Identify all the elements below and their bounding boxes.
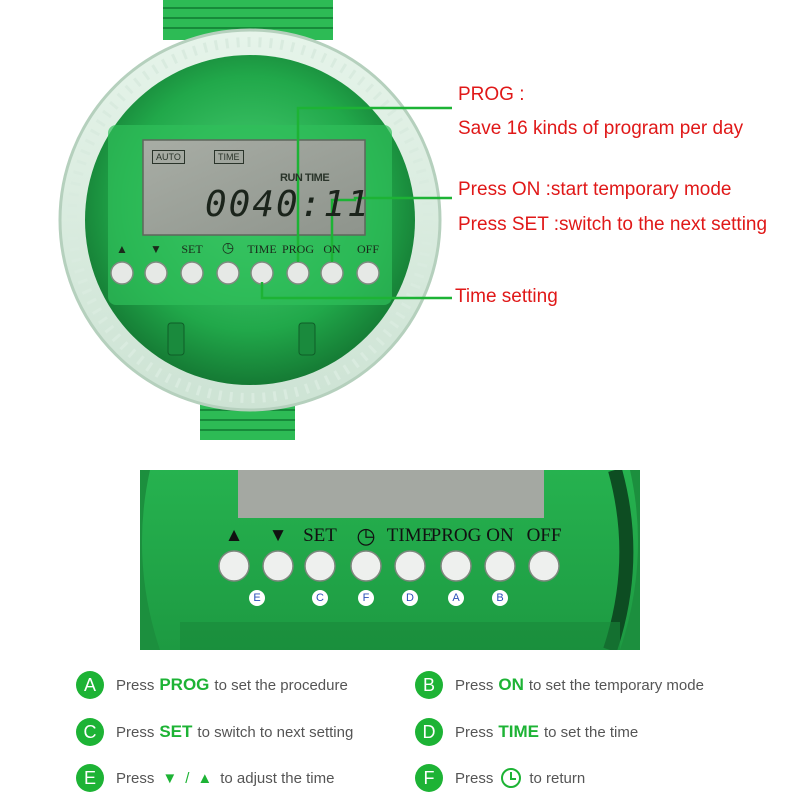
lcd-digits: 0040:11 [205, 184, 371, 225]
clock-icon [501, 768, 522, 788]
legend-f: F Press to return [415, 763, 585, 793]
legend-badge-d: D [415, 718, 443, 746]
top-label-clock-icon: ◷ [221, 241, 235, 256]
letter-b: B [492, 590, 508, 606]
bottom-device-graphic [140, 470, 640, 650]
bottom-label-set: SET [303, 525, 337, 546]
legend-a: A Press PROG to set the procedure [76, 670, 348, 700]
up-arrow-icon: ▲ [197, 769, 213, 787]
bottom-device-closeup: ▲ ▼ SET ◷ TIME PROG ON OFF E C F D A B [0, 470, 800, 650]
legend-a-pre: Press [116, 676, 155, 694]
legend-c-key: SET [159, 722, 193, 741]
legend-c-pre: Press [116, 723, 155, 741]
legend-b-post: to set the temporary mode [528, 676, 704, 694]
callout-on-desc: Press ON :start temporary mode [458, 179, 732, 200]
bottom-label-down: ▼ [268, 525, 288, 546]
top-label-down: ▼ [150, 242, 162, 256]
top-label-on: ON [323, 242, 341, 256]
legend-b: B Press ON to set the temporary mode [415, 670, 704, 700]
lcd-screen [142, 139, 366, 236]
bottom-label-up: ▲ [224, 525, 244, 546]
lcd-auto-tag: AUTO [152, 150, 185, 164]
legend-badge-f: F [415, 764, 443, 792]
top-label-up: ▲ [116, 242, 128, 256]
lcd-time-tag: TIME [214, 150, 244, 164]
legend-a-post: to set the procedure [214, 676, 348, 694]
bottom-label-time: TIME [386, 525, 434, 546]
letter-f: F [358, 590, 374, 606]
callout-lines [260, 106, 452, 300]
legend-badge-e: E [76, 764, 104, 792]
top-device-photo: AUTO TIME RUN TIME 0040:11 ▲ ▼ SET ◷ TIM… [58, 0, 768, 440]
legend-e-separator: / [185, 769, 190, 787]
legend-b-pre: Press [455, 676, 494, 694]
legend-d: D Press TIME to set the time [415, 717, 638, 747]
top-label-off: OFF [356, 242, 380, 256]
legend-d-key: TIME [498, 722, 539, 741]
top-buttons [110, 261, 380, 285]
top-device-graphic [58, 0, 452, 440]
down-arrow-icon: ▼ [162, 769, 178, 787]
callout-time-desc: Time setting [455, 286, 558, 307]
legend-d-pre: Press [455, 723, 494, 741]
letter-c: C [312, 590, 328, 606]
legend-c: C Press SET to switch to next setting [76, 717, 353, 747]
top-label-set: SET [181, 242, 203, 256]
top-label-time: TIME [247, 242, 277, 256]
legend-f-post: to return [529, 769, 586, 787]
callout-prog-title: PROG : [458, 84, 525, 105]
bottom-label-clock-icon: ◷ [356, 523, 376, 548]
lcd-run-time-label: RUN TIME [280, 172, 330, 184]
letter-a: A [448, 590, 464, 606]
bottom-label-off: OFF [526, 525, 562, 546]
legend-badge-a: A [76, 671, 104, 699]
legend-e: E Press ▼ / ▲ to adjust the time [76, 763, 334, 793]
callout-set-desc: Press SET :switch to the next setting [458, 214, 768, 235]
legend-f-pre: Press [455, 769, 494, 787]
bottom-label-prog: PROG [430, 525, 482, 546]
top-label-prog: PROG [281, 242, 315, 256]
callout-prog-desc: Save 16 kinds of program per day [458, 118, 744, 139]
legend-badge-b: B [415, 671, 443, 699]
legend-d-post: to set the time [543, 723, 639, 741]
legend-badge-c: C [76, 718, 104, 746]
legend-b-key: ON [498, 675, 524, 694]
legend-e-post: to adjust the time [220, 769, 335, 787]
legend-e-pre: Press [116, 769, 155, 787]
legend-c-post: to switch to next setting [197, 723, 354, 741]
letter-d: D [402, 590, 418, 606]
bottom-label-on: ON [486, 525, 514, 546]
letter-e: E [249, 590, 265, 606]
bottom-buttons [218, 550, 560, 582]
legend-a-key: PROG [159, 675, 210, 694]
